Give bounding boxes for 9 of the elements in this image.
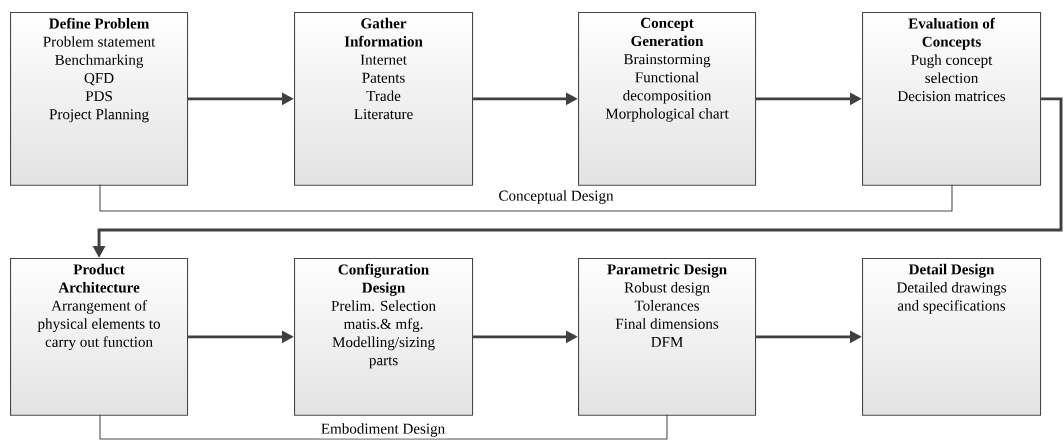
process-box: Define Problem Problem statement Benchmarking QFD PDS Project Planning xyxy=(10,12,189,186)
process-box: Gather Information Internet Patents Trade Literature xyxy=(294,12,474,186)
process-box: Parametric Design Robust design Tolerances Final dimensions DFM xyxy=(578,258,757,416)
process-box: Configuration Design Prelim. Selection matis.& mfg. Modelling/sizing parts xyxy=(294,258,474,416)
process-box: Detail Design Detailed drawings and specifications xyxy=(862,258,1042,416)
process-box: Concept Generation Brainstorming Functional decomposition Morphological chart xyxy=(578,12,757,186)
process-box: Product Architecture Arrangement of physical elements to carry out function xyxy=(10,258,189,416)
group-label: Conceptual Design xyxy=(497,188,615,206)
process-box: Evaluation of Concepts Pugh concept selection Decision matrices xyxy=(862,12,1042,186)
